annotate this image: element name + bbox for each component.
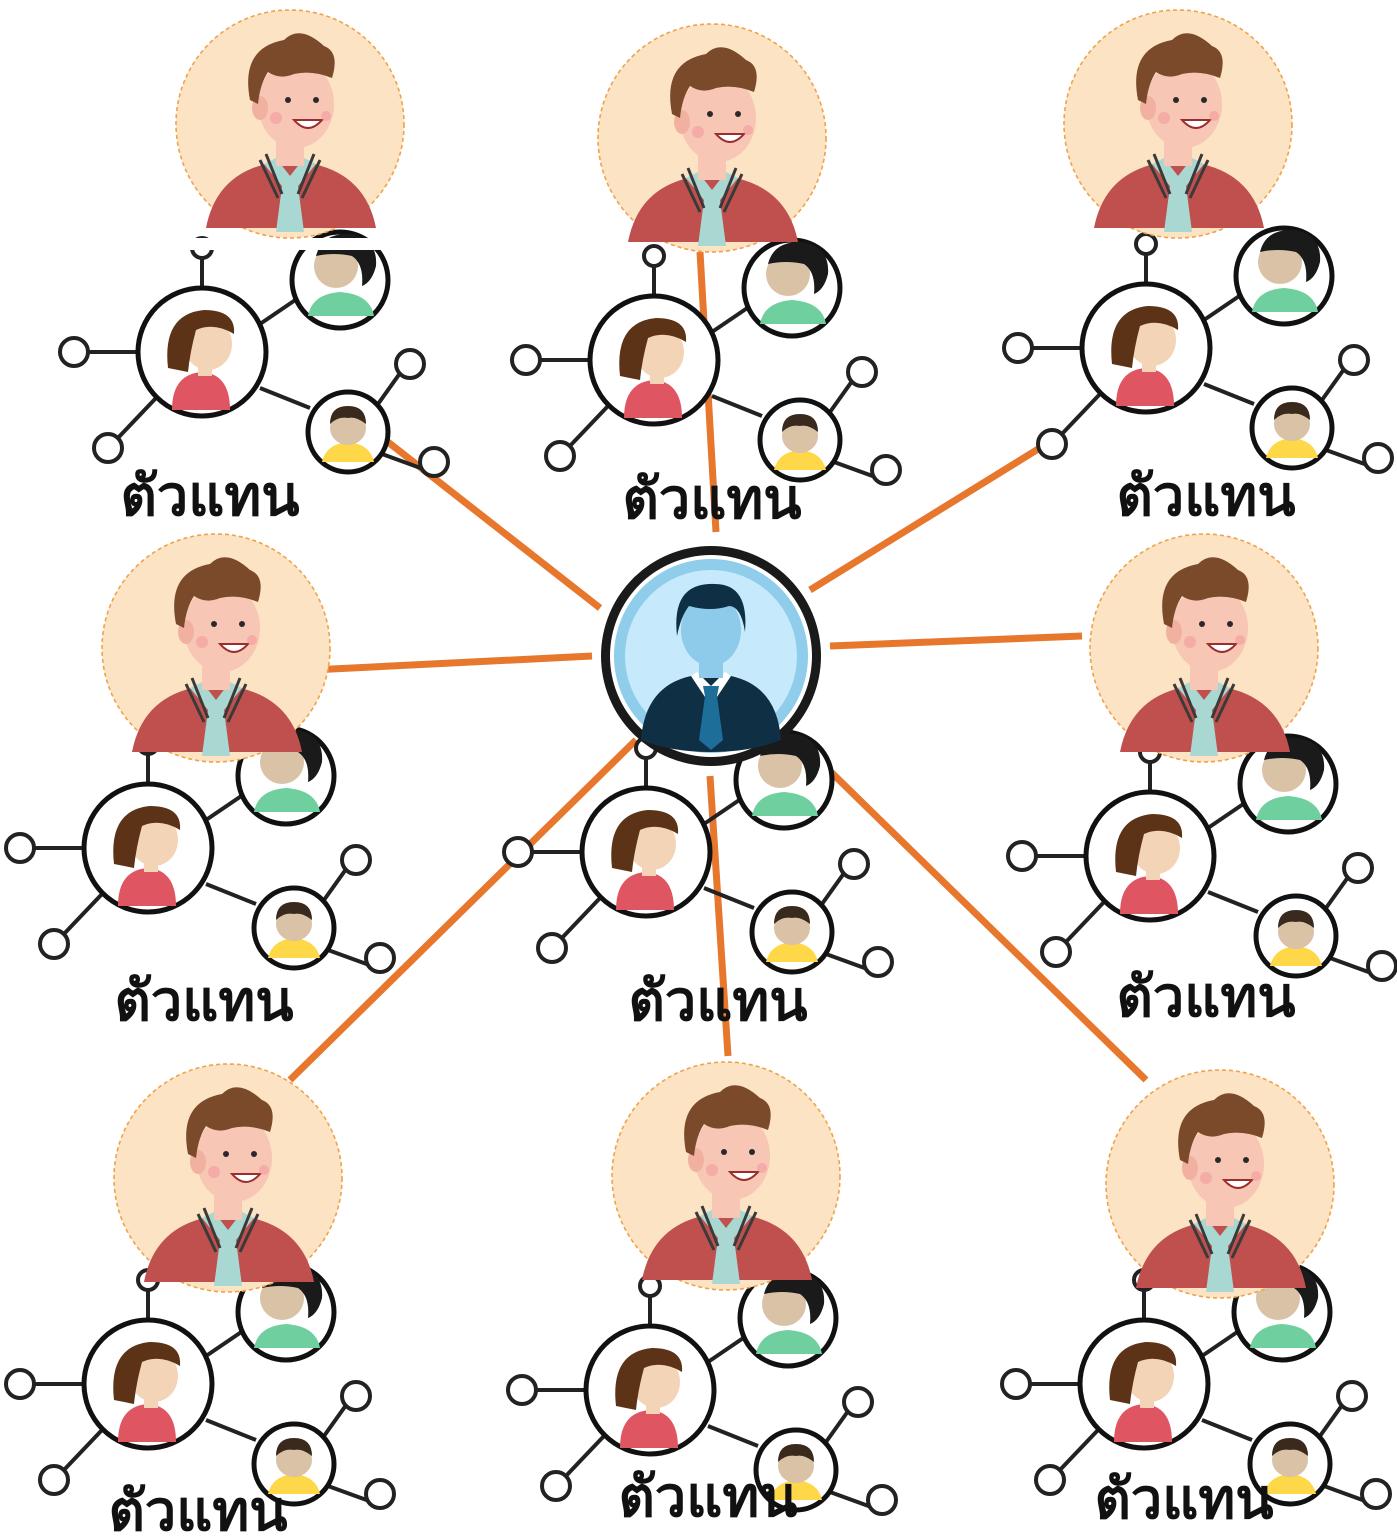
- agent-bottom-left: ตัวแทน: [6, 1062, 394, 1536]
- agent-label: ตัวแทน: [1116, 464, 1295, 529]
- agent-label: ตัวแทน: [108, 1479, 287, 1536]
- agent-avatar-icon: [112, 1062, 344, 1294]
- agent-top-center: ตัวแทน: [512, 22, 900, 532]
- agent-label: ตัวแทน: [618, 1465, 797, 1530]
- agent-bottom-right: ตัวแทน: [1002, 1068, 1390, 1532]
- connector-bottom-right: [785, 727, 1149, 1083]
- connector-top-left: [367, 425, 603, 611]
- connector-bottom-left: [287, 737, 639, 1083]
- agent-label: ตัวแทน: [622, 467, 801, 532]
- agent-middle-right: ตัวแทน: [1008, 532, 1396, 1030]
- social-network-icon: [6, 728, 394, 972]
- connector-top-right: [808, 435, 1058, 593]
- agent-middle-center: ตัวแทน: [504, 732, 892, 1034]
- agent-label: ตัวแทน: [120, 464, 299, 529]
- agent-middle-left: ตัวแทน: [6, 532, 394, 1034]
- connector-bottom-center: [706, 775, 732, 1057]
- connector-lines: [287, 251, 1149, 1083]
- agent-top-right: ตัวแทน: [1004, 8, 1392, 529]
- agent-avatar-icon: [1104, 1068, 1336, 1300]
- social-network-icon: [512, 240, 900, 484]
- agent-avatar-icon: [174, 8, 406, 240]
- agent-bottom-center: ตัวแทน: [508, 1060, 896, 1530]
- social-network-icon: [1004, 228, 1392, 472]
- social-network-icon: [60, 232, 448, 476]
- agent-label: ตัวแทน: [1094, 1467, 1273, 1532]
- agent-label: ตัวแทน: [628, 969, 807, 1034]
- connector-middle-right: [829, 632, 1083, 650]
- agent-avatar-icon: [100, 532, 332, 764]
- agent-label: ตัวแทน: [114, 969, 293, 1034]
- connector-middle-left: [311, 652, 593, 674]
- agent-avatar-icon: [596, 22, 828, 254]
- agent-avatar-icon: [1088, 532, 1320, 764]
- businessman-avatar-icon: [641, 583, 781, 752]
- social-network-icon: [6, 1264, 394, 1508]
- social-network-icon: [504, 732, 892, 976]
- agent-label: ตัวแทน: [1116, 965, 1295, 1030]
- agent-avatar-icon: [1062, 8, 1294, 240]
- agent-avatar-icon: [610, 1060, 842, 1292]
- center-node: [601, 546, 821, 766]
- agent-top-left: ตัวแทน: [60, 8, 448, 529]
- social-network-icon: [1008, 736, 1396, 980]
